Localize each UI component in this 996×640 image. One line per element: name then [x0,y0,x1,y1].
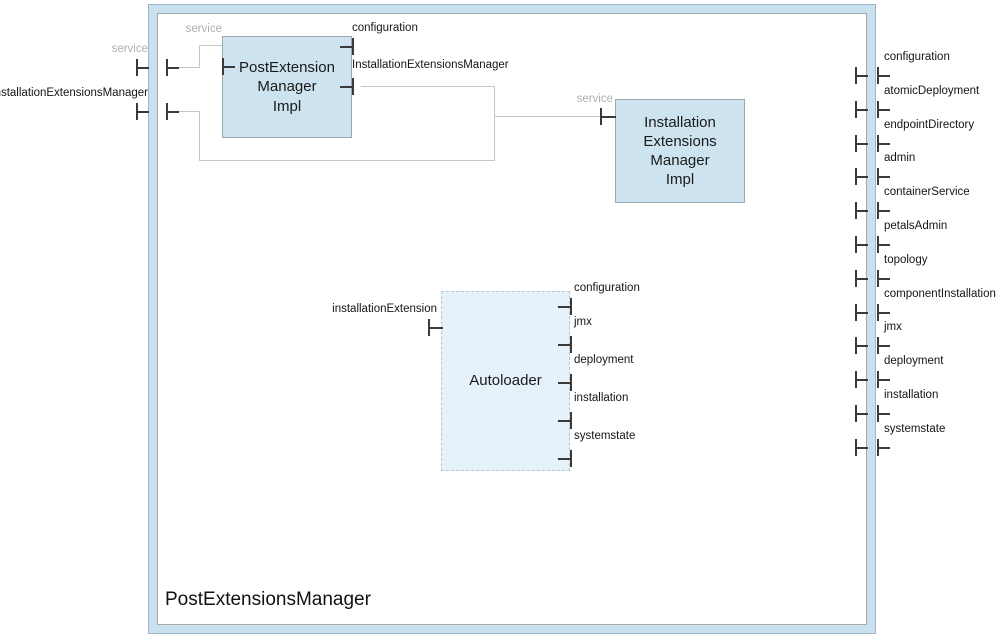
wire-iem-h3 [361,86,495,87]
port-label-autoloader-deployment: deployment [574,354,634,366]
port-label-boundary-petalsadmin: petalsAdmin [884,220,948,232]
port-label-boundary-installationextensionsmanager: installationExtensionsManager [0,87,148,99]
component-post-extension-manager-impl[interactable]: PostExtension Manager Impl [222,36,352,138]
port-label-boundary-deployment: deployment [884,355,944,367]
wire-iem-v2 [494,86,495,161]
component-autoloader[interactable]: Autoloader [441,291,570,471]
wire-service-h1 [168,67,200,68]
component-label: PostExtension Manager Impl [239,59,335,115]
port-label-autoloader-configuration: configuration [574,282,640,294]
port-label-boundary-configuration: configuration [884,51,950,63]
port-label-autoloader-installation-extension: installationExtension [332,303,437,315]
wire-iem-v1 [199,111,200,160]
port-label-boundary-installation: installation [884,389,939,401]
port-label-pem-installation-extensions-manager: InstallationExtensionsManager [352,59,509,71]
port-label-boundary-containerservice: containerService [884,186,970,198]
component-installation-extensions-manager-impl[interactable]: Installation Extensions Manager Impl [615,99,745,203]
port-label-boundary-topology: topology [884,254,928,266]
port-label-autoloader-jmx: jmx [574,316,592,328]
port-label-boundary-endpointdirectory: endpointDirectory [884,119,975,131]
port-label-autoloader-systemstate: systemstate [574,430,636,442]
wire-iem-h2 [199,160,495,161]
port-label-pem-configuration: configuration [352,22,418,34]
port-label-boundary-jmx: jmx [884,321,902,333]
wire-iem-h4 [494,116,615,117]
wire-service-h2 [199,45,223,46]
port-label-boundary-admin: admin [884,152,916,164]
port-label-boundary-systemstate: systemstate [884,423,946,435]
wire-iem-h1 [168,111,200,112]
component-label: Installation Extensions Manager Impl [643,113,717,189]
port-label-autoloader-installation: installation [574,392,629,404]
port-label-iem-service: service [576,93,613,105]
wire-service-v [199,45,200,68]
page-title: PostExtensionsManager [165,589,371,610]
port-label-boundary-componentinstallation: componentInstallation [884,288,996,300]
port-label-boundary-atomicdeployment: atomicDeployment [884,85,980,97]
component-label: Autoloader [469,372,542,390]
port-label-boundary-service: service [111,43,148,55]
port-label-pem-service: service [185,23,222,35]
